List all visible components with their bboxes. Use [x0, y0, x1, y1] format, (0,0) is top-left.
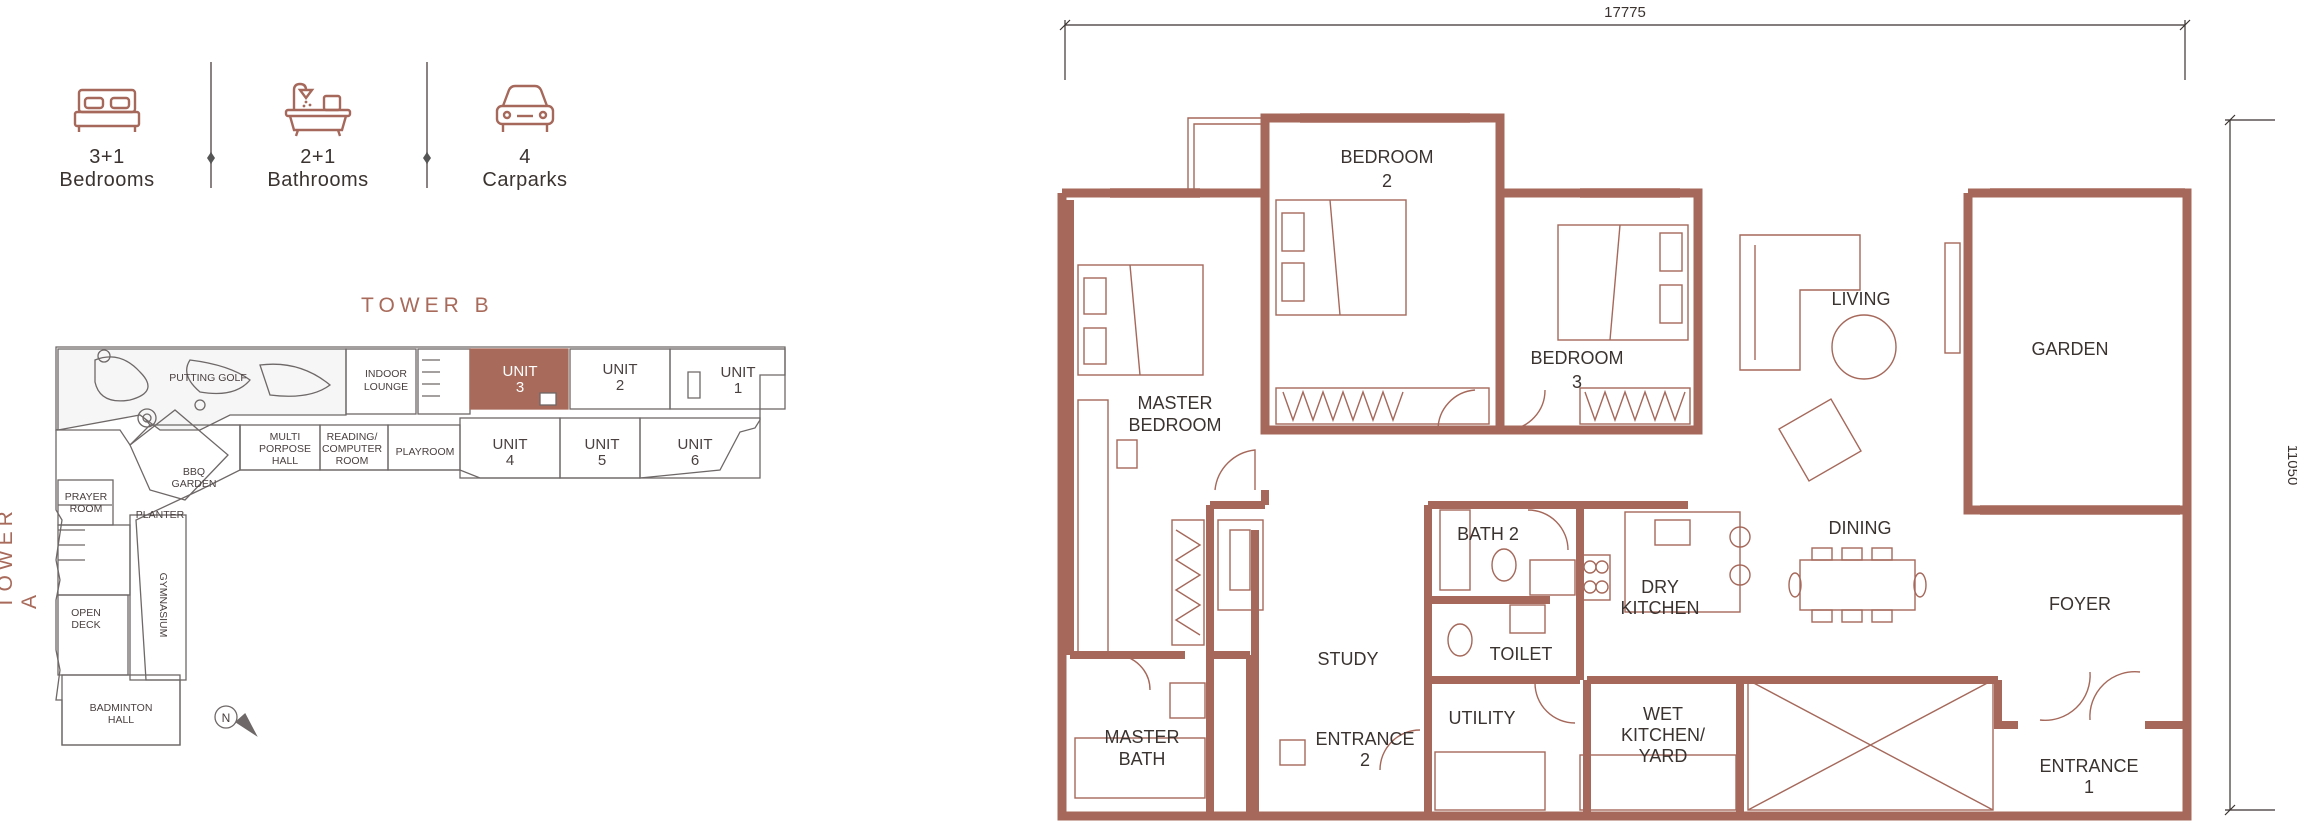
master-bath-label-2: BATH	[1119, 749, 1166, 769]
bbq-garden-label-1: BBQ	[183, 466, 205, 478]
dimension-lines	[1059, 19, 2275, 816]
wet-kitchen-label-2: KITCHEN/	[1621, 725, 1705, 745]
playroom-label: PLAYROOM	[396, 446, 455, 458]
furniture	[1074, 113, 2185, 811]
entrance-2-label-1: ENTRANCE	[1315, 729, 1414, 749]
entrance-2-label-2: 2	[1360, 750, 1370, 770]
toilet-label: TOILET	[1490, 644, 1553, 664]
bbq-garden-area	[129, 409, 229, 501]
north-compass-icon	[214, 705, 258, 737]
bedroom-2-label-2: 2	[1382, 171, 1392, 191]
bathtub-icon	[284, 82, 352, 137]
north-label: N	[222, 711, 231, 725]
unit-4-label-2: 4	[506, 452, 514, 469]
wet-kitchen-label-3: YARD	[1639, 746, 1688, 766]
entrance-1-label-2: 1	[2084, 777, 2094, 797]
bedroom-3-label-2: 3	[1572, 372, 1582, 392]
master-bedroom-label-2: BEDROOM	[1128, 415, 1221, 435]
divider-2-diamond	[423, 152, 431, 164]
key-plan: N PUTTING GOLF INDOOR LOUNGE UNIT 3 UNIT…	[55, 346, 786, 746]
interior-walls	[1066, 200, 2187, 816]
unit-3-label-1: UNIT	[503, 363, 538, 380]
bedroom-2-label-1: BEDROOM	[1340, 147, 1433, 167]
divider-1-diamond	[207, 152, 215, 164]
badminton-hall-label-2: HALL	[108, 714, 134, 726]
stat-bathrooms: 2+1 Bathrooms	[238, 70, 398, 192]
unit-1-label-2: 1	[734, 380, 742, 397]
unit-1-label-1: UNIT	[721, 364, 756, 381]
living-label: LIVING	[1831, 289, 1890, 309]
dimension-width: 17775	[1604, 4, 1646, 21]
garden-label: GARDEN	[2031, 339, 2108, 359]
putting-golf-label: PUTTING GOLF	[169, 372, 247, 384]
entrance-1-label-1: ENTRANCE	[2039, 756, 2138, 776]
unit-4-label-1: UNIT	[493, 436, 528, 453]
car-icon	[495, 84, 555, 132]
stat-bedrooms: 3+1 Bedrooms	[27, 70, 187, 192]
master-bath-label-1: MASTER	[1104, 727, 1179, 747]
indoor-lounge-label-1: INDOOR	[365, 368, 407, 380]
badminton-hall-label-1: BADMINTON	[90, 702, 153, 714]
stat-bathrooms-value: 2+1	[300, 146, 336, 168]
unit-2-label-2: 2	[616, 377, 624, 394]
tower-a-outline	[55, 424, 241, 746]
badminton-hall-area	[61, 674, 181, 746]
utility-label: UTILITY	[1448, 708, 1515, 728]
prayer-room-label-2: ROOM	[70, 503, 103, 515]
multi-purpose-hall-label-1: MULTI	[270, 431, 301, 443]
prayer-room-label-1: PRAYER	[65, 491, 108, 503]
reading-room-label-2: COMPUTER	[322, 443, 383, 455]
bedroom-3-label-1: BEDROOM	[1530, 348, 1623, 368]
divider-2	[426, 62, 428, 188]
reading-room-label-3: ROOM	[336, 455, 369, 467]
unit-2-label-1: UNIT	[603, 361, 638, 378]
wet-kitchen-label-1: WET	[1643, 704, 1683, 724]
indoor-lounge-label-2: LOUNGE	[364, 381, 408, 393]
multi-purpose-hall-label-2: PORPOSE	[259, 443, 311, 455]
stat-bedrooms-value: 3+1	[89, 146, 125, 168]
open-deck-label-2: DECK	[71, 619, 100, 631]
planter-label: PLANTER	[136, 509, 185, 521]
stat-carparks-value: 4	[519, 146, 531, 168]
gymnasium-label: GYMNASIUM	[157, 573, 169, 638]
stat-carparks-label: Carparks	[482, 169, 568, 191]
dimension-height: 11050	[2284, 445, 2297, 486]
floor-plan: 17775 11050	[1057, 4, 2297, 821]
study-label: STUDY	[1317, 649, 1378, 669]
foyer-label: FOYER	[2049, 594, 2111, 614]
master-bedroom-label-1: MASTER	[1137, 393, 1212, 413]
dry-kitchen-label-1: DRY	[1641, 577, 1679, 597]
dining-label: DINING	[1829, 518, 1892, 538]
exterior-walls	[1057, 113, 2192, 821]
divider-1	[210, 62, 212, 188]
stat-carparks: 4 Carparks	[445, 70, 605, 192]
bed-icon	[73, 88, 141, 132]
stat-bathrooms-label: Bathrooms	[267, 169, 369, 191]
unit-5-label-1: UNIT	[585, 436, 620, 453]
open-deck-label-1: OPEN	[71, 607, 101, 619]
unit-6-label-2: 6	[691, 452, 699, 469]
bath-2-label: BATH 2	[1457, 524, 1519, 544]
unit-6-label-1: UNIT	[678, 436, 713, 453]
unit-3-label-2: 3	[516, 379, 524, 396]
unit-5-label-2: 5	[598, 452, 606, 469]
tower-b-label: TOWER B	[361, 294, 494, 317]
dry-kitchen-label-2: KITCHEN	[1620, 598, 1699, 618]
stat-bedrooms-label: Bedrooms	[59, 169, 155, 191]
bbq-garden-label-2: GARDEN	[172, 478, 217, 490]
reading-room-label-1: READING/	[327, 431, 378, 443]
multi-purpose-hall-label-3: HALL	[272, 455, 298, 467]
